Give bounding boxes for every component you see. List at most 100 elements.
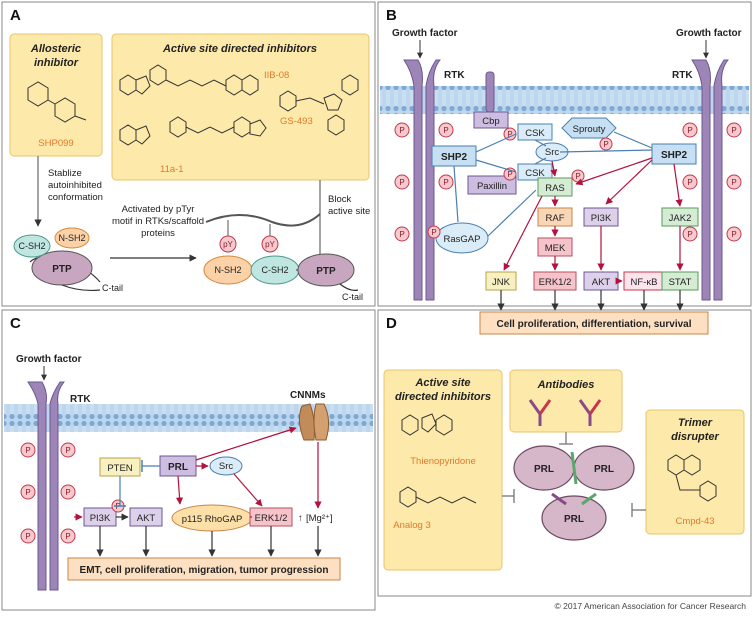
rtk-c-p-sites: P P P P P P [20, 442, 76, 544]
trimer-title-1: Trimer [678, 417, 713, 429]
rtk-right-b [691, 59, 730, 301]
py1-label: pY [223, 240, 233, 249]
svg-text:P: P [731, 230, 736, 239]
jnk-label: JNK [492, 277, 511, 288]
analog3-structure [399, 486, 477, 508]
nfkb-label: NF-κB [631, 277, 658, 288]
allosteric-box [9, 33, 103, 157]
analog3-label: Analog 3 [393, 520, 431, 531]
sprouty-p [599, 137, 613, 151]
svg-text:P: P [731, 126, 736, 135]
ctail-closed-label: C-tail [102, 283, 123, 293]
jak2-label: JAK2 [669, 213, 692, 224]
sprouty-label: Sprouty [573, 124, 606, 135]
ptp-open [297, 253, 355, 287]
akt-c-label: AKT [137, 513, 156, 524]
erk-c-label: ERK1/2 [255, 513, 288, 524]
growth-factor-left: Growth factor [392, 28, 458, 39]
svg-text:P: P [399, 178, 404, 187]
rtk-c [27, 381, 66, 591]
active-d-title-2: directed inhibitors [395, 391, 491, 403]
mg-up-arrow: ↑ [298, 513, 303, 524]
svg-text:P: P [65, 446, 70, 455]
panel-a-letter: A [10, 7, 21, 24]
pi3k-c-label: PI3K [90, 513, 111, 524]
growth-factor-c: Growth factor [16, 354, 82, 365]
thienopyridone-label: Thienopyridone [410, 456, 476, 467]
membrane-b [380, 86, 749, 114]
shp2-right-label: SHP2 [661, 150, 688, 161]
shp2-left-label: SHP2 [441, 152, 468, 163]
shp099-structure [27, 81, 87, 123]
stat-label: STAT [669, 277, 692, 288]
antibodies-title: Antibodies [537, 379, 595, 391]
svg-text:P: P [65, 488, 70, 497]
cbp-label: Cbp [482, 116, 499, 127]
stabilize-1: Stablize [48, 168, 82, 179]
pten-label: PTEN [107, 463, 132, 474]
gs493-structure [279, 74, 359, 136]
outcome-b-box [479, 311, 709, 335]
antibody-icon-1 [528, 399, 552, 426]
mek-label: MEK [545, 243, 566, 254]
stabilize-3: conformation [48, 192, 103, 203]
prl-d-2: PRL [594, 464, 614, 475]
rtk-left-b [403, 59, 442, 301]
copyright-text: © 2017 American Association for Cancer R… [555, 601, 747, 611]
outcome-b-label: Cell proliferation, differentiation, sur… [496, 319, 691, 330]
csk-label-2: CSK [525, 168, 545, 179]
panel-c-connectors [74, 426, 322, 557]
py1 [219, 235, 237, 253]
shp099-label: SHP099 [38, 138, 73, 149]
svg-text:P: P [443, 178, 448, 187]
svg-text:P: P [687, 230, 692, 239]
active-site-title: Active site directed inhibitors [162, 43, 317, 55]
svg-text:P: P [25, 488, 30, 497]
trimer-title-2: disrupter [671, 431, 719, 443]
allosteric-title-1: Allosteric [30, 43, 81, 55]
panel-b-letter: B [386, 7, 397, 24]
active-d-box [383, 369, 503, 571]
ptp-closed-label: PTP [52, 264, 72, 275]
active-site-box [111, 33, 370, 181]
src-b-label: Src [545, 147, 560, 158]
trimer-box [645, 409, 745, 535]
rtk-c-label: RTK [70, 394, 91, 405]
svg-text:P: P [399, 230, 404, 239]
nsh2-closed [54, 227, 90, 249]
cnnms-channel [298, 403, 330, 441]
svg-text:P: P [731, 178, 736, 187]
cbp-box [473, 111, 509, 129]
panel-d-inhibit-lines [502, 432, 646, 517]
active-d-title-1: Active site [414, 377, 470, 389]
svg-text:P: P [687, 178, 692, 187]
cmpd43-label: Cmpd-43 [675, 516, 714, 527]
iib08-structure [119, 64, 259, 96]
src-c [209, 456, 243, 476]
erk-b-label: ERK1/2 [539, 277, 572, 288]
activated-1: Activated by pTyr [122, 204, 195, 215]
prl-d-1: PRL [534, 464, 554, 475]
sprouty-p-label: P [603, 140, 608, 149]
svg-text:P: P [399, 126, 404, 135]
mg-label: [Mg²⁺] [306, 513, 333, 524]
src-c-label: Src [219, 461, 234, 472]
panel-d-letter: D [386, 315, 397, 332]
ptp-open-label: PTP [316, 266, 336, 277]
rasgap-p [427, 225, 441, 239]
growth-factor-right: Growth factor [676, 28, 742, 39]
activated-3: proteins [141, 228, 175, 239]
rhogap-label: p115 RhoGAP [182, 514, 243, 525]
scaffold-line [205, 213, 321, 227]
sprouty-shape [561, 117, 617, 139]
ras-label: RAS [545, 183, 565, 194]
py2-label: pY [265, 240, 275, 249]
csh2-closed-label: C-SH2 [18, 241, 45, 251]
akt-b-label: AKT [592, 277, 611, 288]
svg-text:P: P [25, 446, 30, 455]
cbp-p-label: P [507, 130, 512, 139]
csh2-open-label: C-SH2 [261, 265, 288, 275]
11a1-structure [119, 116, 267, 146]
svg-text:P: P [687, 126, 692, 135]
